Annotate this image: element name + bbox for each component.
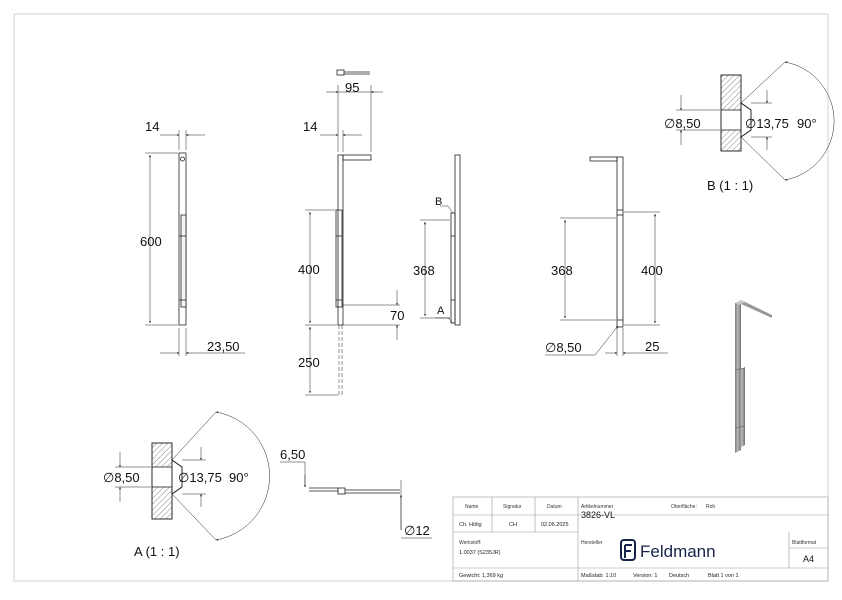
tb-blatt: Blatt 1 von 1: [708, 573, 739, 579]
view-rear-4: [545, 156, 668, 356]
tb-oberflaeche-value: Roh: [706, 504, 715, 510]
detail-b-title: B (1 : 1): [707, 178, 753, 193]
dim-368-rear: 368: [551, 263, 573, 278]
view-narrow-3: [420, 154, 461, 326]
tb-version: Version: 1: [633, 573, 657, 579]
tb-werkstoff-value: 1.0037 (S235JR): [459, 550, 501, 556]
detail-a-dia-8-50: ∅8,50: [103, 470, 140, 485]
dim-250: 250: [298, 355, 320, 370]
dim-400-rear: 400: [641, 263, 663, 278]
view-side-2: [305, 69, 400, 396]
brand-name: Feldmann: [640, 542, 716, 561]
tb-name-label: Name: [465, 504, 479, 510]
tb-werkstoff-label: Werkstoff:: [459, 540, 481, 546]
dim-368-narrow: 368: [413, 263, 435, 278]
view-front-1: [145, 130, 245, 356]
tb-massstab: Maßstab: 1:10: [581, 573, 616, 579]
dim-6-50: 6,50: [280, 447, 305, 462]
tb-artikel-value: 3826-VL: [581, 510, 615, 520]
dim-600: 600: [140, 234, 162, 249]
detail-a-title: A (1 : 1): [134, 544, 180, 559]
tb-gewicht: Gewicht: 1,369 kg: [459, 573, 503, 579]
callout-a: A: [437, 305, 445, 317]
dim-14-side: 14: [303, 119, 317, 134]
tb-hersteller-label: Hersteller: [581, 540, 603, 546]
title-block: [452, 496, 829, 582]
detail-a-dia-13-75: ∅13,75: [178, 470, 222, 485]
dim-400-side: 400: [298, 262, 320, 277]
tb-oberflaeche-label: Oberfläche:: [671, 504, 697, 510]
tb-sprache: Deutsch: [669, 573, 689, 579]
iso-3d-view: [734, 300, 772, 453]
dim-dia-8-50-rear: ∅8,50: [545, 340, 582, 355]
detail-b-angle: 90°: [797, 116, 817, 131]
detail-a: [115, 411, 270, 541]
tb-name-value: Ch. Hölig: [459, 522, 482, 528]
tb-datum-value: 02.06.2025: [541, 522, 569, 528]
detail-b-dia-13-75: ∅13,75: [745, 116, 789, 131]
dim-23-50: 23,50: [207, 339, 240, 354]
tb-signatur-value: CH: [509, 522, 517, 528]
sheet-border: [13, 13, 829, 582]
dim-25: 25: [645, 339, 659, 354]
callout-b: B: [435, 196, 442, 208]
tb-datum-label: Datum: [547, 504, 562, 510]
tb-blattformat-value: A4: [803, 554, 814, 564]
dim-70: 70: [390, 308, 404, 323]
dim-95: 95: [345, 80, 359, 95]
detail-b-dia-8-50: ∅8,50: [664, 116, 701, 131]
view-plan-5: [280, 461, 432, 539]
detail-b: [676, 61, 835, 181]
tb-blattformat-label: Blattformat: [792, 540, 817, 546]
tb-artikel-label: Artikelnummer: [581, 504, 614, 510]
feldmann-logo: Feldmann: [620, 539, 716, 561]
detail-a-angle: 90°: [229, 470, 249, 485]
dim-dia-12: ∅12: [404, 523, 430, 538]
tb-signatur-label: Signatur: [503, 504, 522, 510]
dim-14-front: 14: [145, 119, 159, 134]
